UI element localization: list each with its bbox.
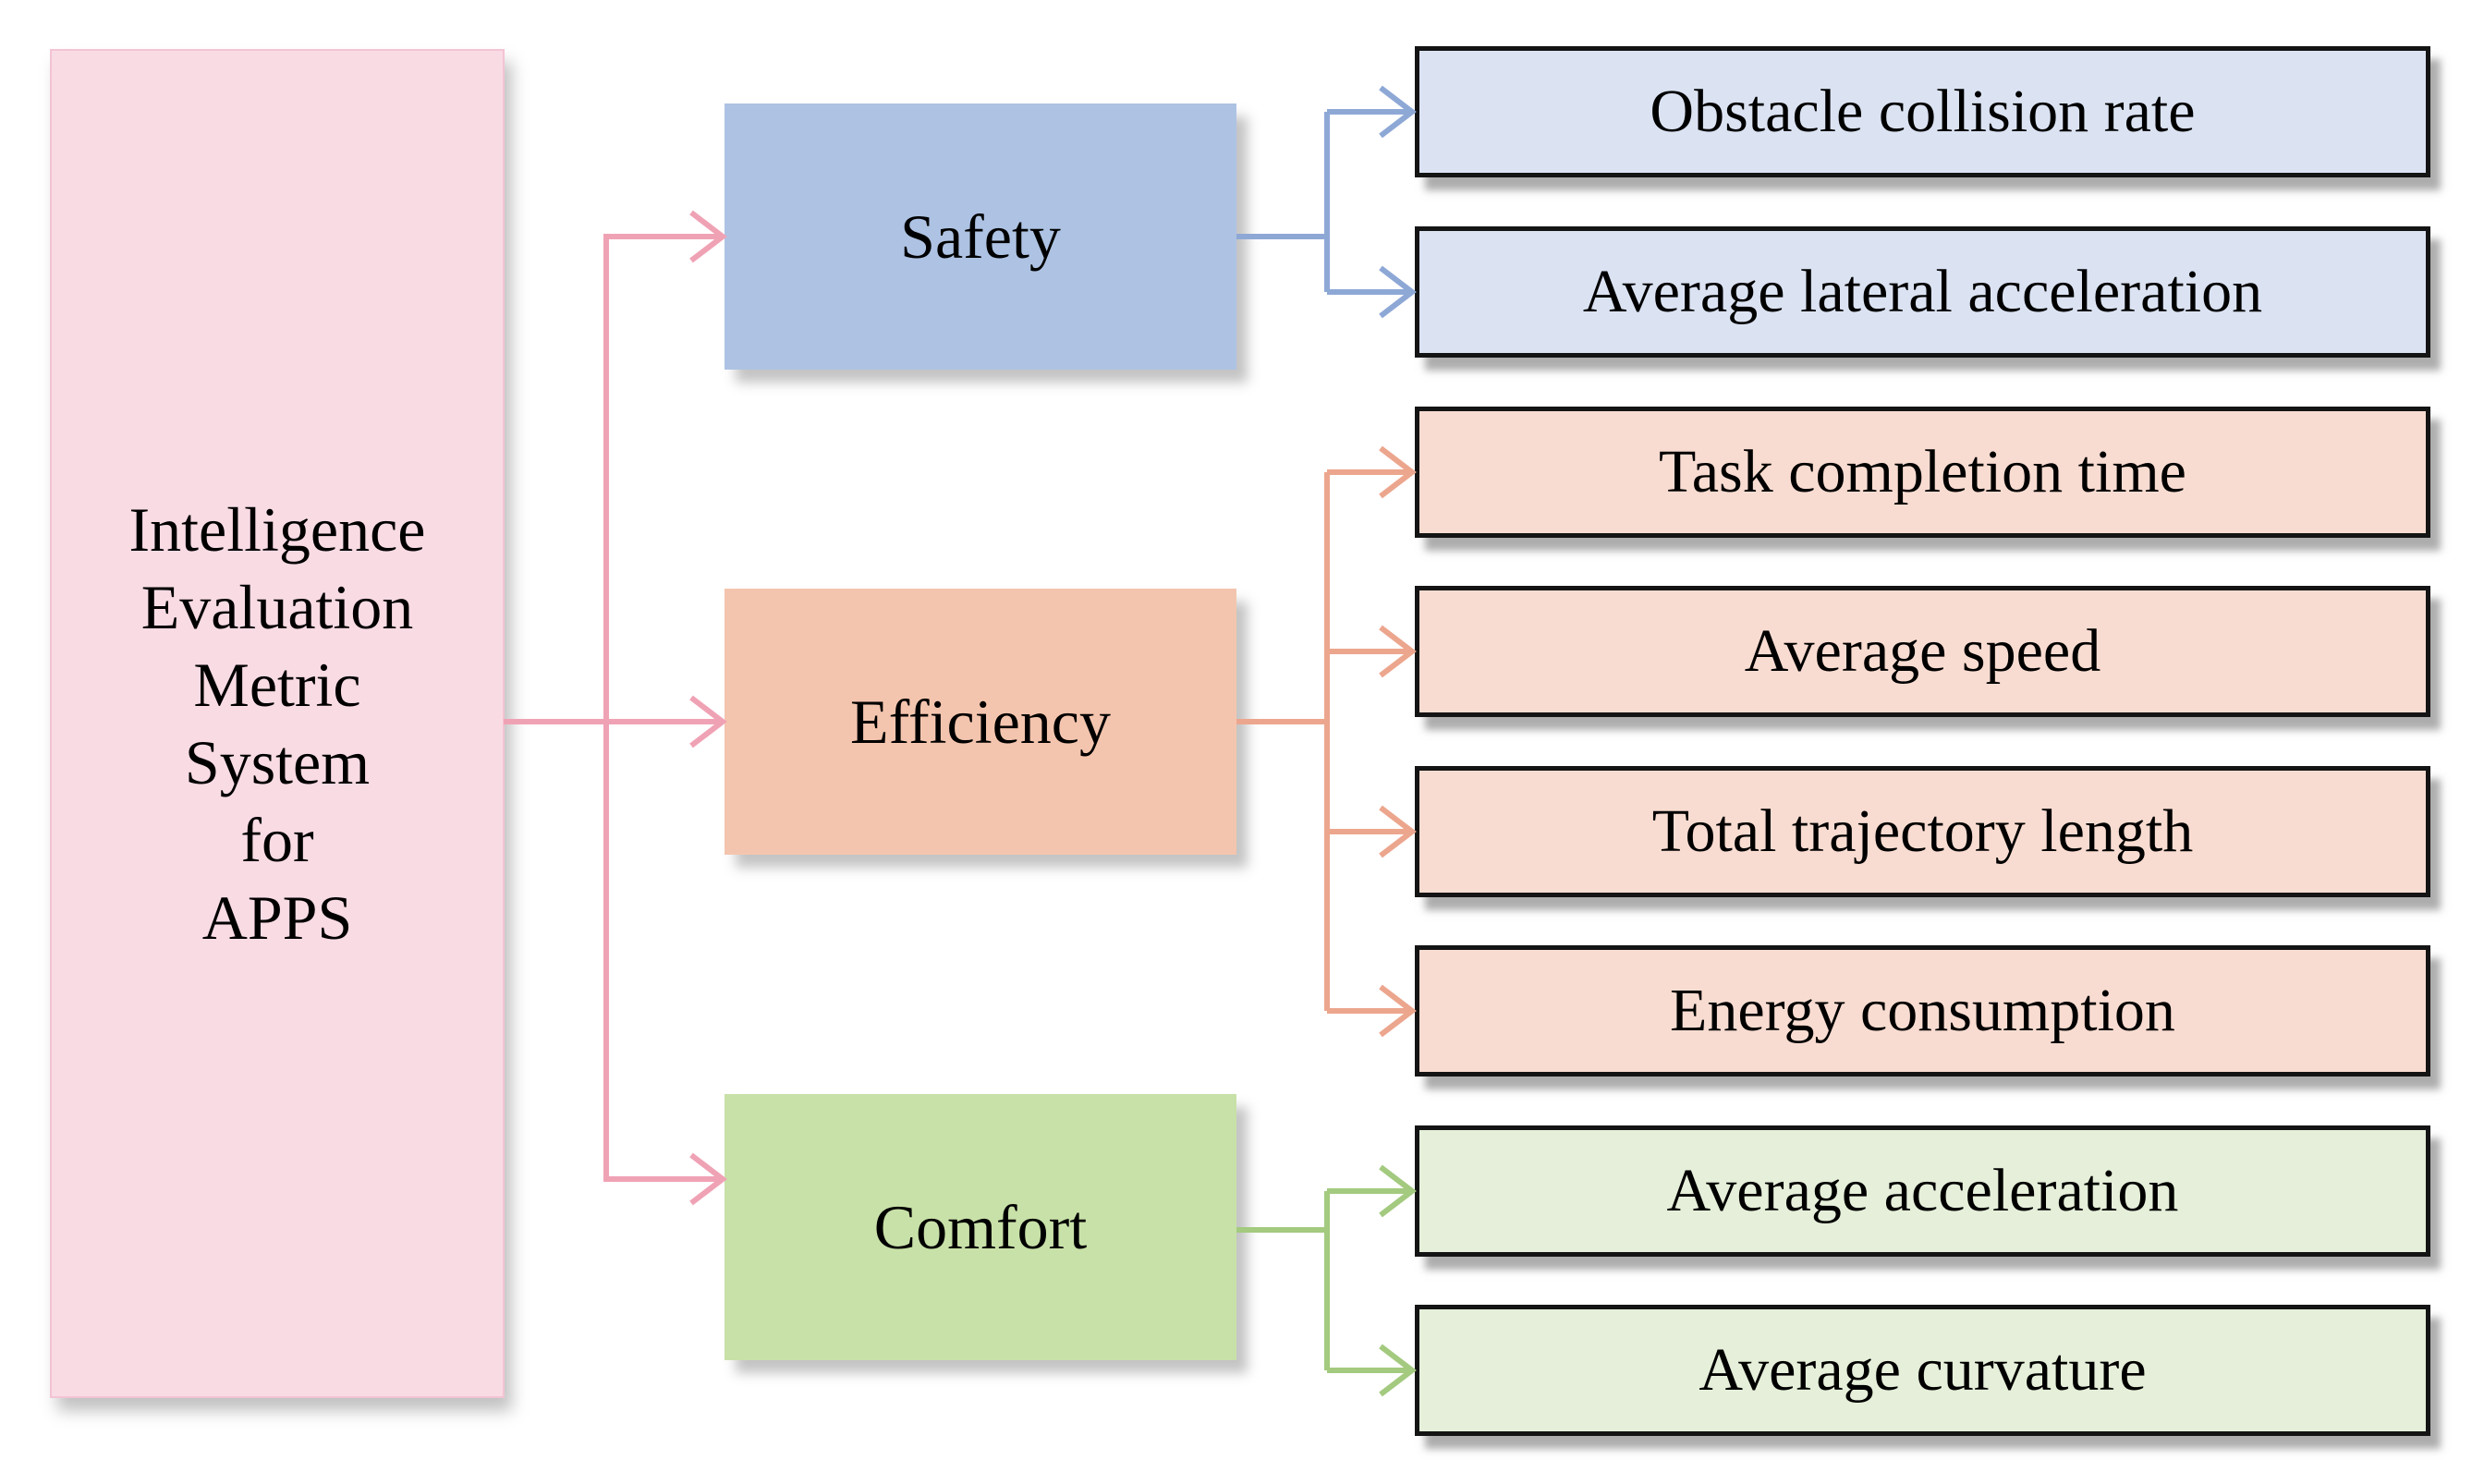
root-node-intelligence-evaluation: Intelligence Evaluation Metric System fo… [50, 49, 505, 1398]
metric-node-average-acceleration: Average acceleration [1415, 1125, 2430, 1257]
root-label-line: APPS [201, 882, 353, 953]
category-node-comfort: Comfort [724, 1094, 1236, 1360]
root-to-safety-line [603, 234, 719, 722]
metric-label: Total trajectory length [1651, 797, 2194, 865]
metric-label: Obstacle collision rate [1650, 78, 2196, 145]
arrowhead-to-safety [689, 210, 727, 263]
root-to-categories-connector [504, 210, 727, 1206]
arrowhead-to-efficiency [689, 695, 727, 748]
metric-node-average-speed: Average speed [1415, 586, 2430, 717]
category-label: Safety [900, 201, 1061, 272]
metric-label: Average curvature [1699, 1336, 2147, 1404]
arrowhead-average-lateral-acceleration [1379, 265, 1417, 319]
metric-node-obstacle-collision-rate: Obstacle collision rate [1415, 46, 2430, 177]
root-to-comfort-line [603, 722, 719, 1182]
arrowhead-task-completion-time [1379, 445, 1417, 499]
metric-node-task-completion-time: Task completion time [1415, 407, 2430, 538]
metric-label: Average speed [1744, 617, 2101, 685]
arrowhead-to-comfort [689, 1152, 727, 1206]
efficiency-to-metrics-connector [1236, 445, 1417, 1038]
metric-node-average-lateral-acceleration: Average lateral acceleration [1415, 226, 2430, 358]
category-node-efficiency: Efficiency [724, 589, 1236, 855]
root-label-line: for [240, 805, 314, 875]
safety-to-metrics-connector [1236, 85, 1417, 319]
arrowhead-total-trajectory-length [1379, 805, 1417, 858]
root-label-line: System [184, 727, 371, 797]
metric-node-total-trajectory-length: Total trajectory length [1415, 766, 2430, 897]
metric-label: Average acceleration [1666, 1157, 2179, 1224]
root-label-line: Evaluation [140, 572, 414, 642]
category-label: Efficiency [850, 686, 1111, 757]
arrowhead-average-acceleration [1379, 1164, 1417, 1218]
category-label: Comfort [873, 1191, 1088, 1262]
arrowhead-energy-consumption [1379, 984, 1417, 1038]
metric-node-energy-consumption: Energy consumption [1415, 945, 2430, 1077]
arrowhead-average-curvature [1379, 1344, 1417, 1397]
root-label-line: Intelligence [128, 494, 426, 565]
comfort-to-metrics-connector [1236, 1164, 1417, 1397]
arrowhead-average-speed [1379, 625, 1417, 678]
metric-label: Energy consumption [1670, 977, 2175, 1044]
root-label-line: Metric [193, 650, 361, 720]
category-node-safety: Safety [724, 103, 1236, 370]
arrowhead-obstacle-collision-rate [1379, 85, 1417, 139]
metric-label: Task completion time [1659, 438, 2186, 505]
metric-label: Average lateral acceleration [1582, 258, 2263, 325]
metric-node-average-curvature: Average curvature [1415, 1305, 2430, 1436]
